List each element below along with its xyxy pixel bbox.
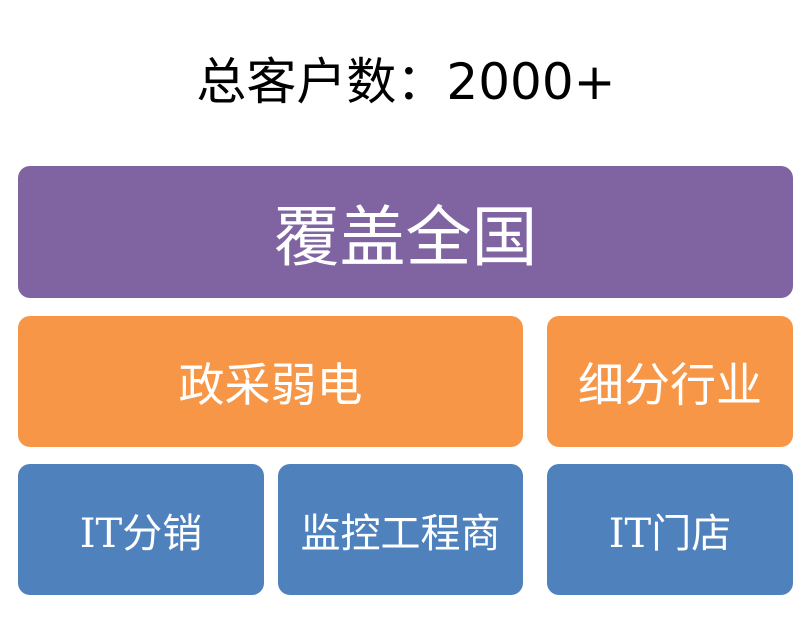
niche-industry-box: 细分行业 bbox=[547, 316, 793, 447]
gov-procurement-box: 政采弱电 bbox=[18, 316, 523, 447]
nationwide-coverage-box: 覆盖全国 bbox=[18, 166, 793, 298]
it-store-box: IT门店 bbox=[547, 464, 793, 595]
total-customers-title: 总客户数：2000+ bbox=[196, 53, 616, 111]
nationwide-coverage-label: 覆盖全国 bbox=[273, 199, 538, 276]
gov-procurement-label: 政采弱电 bbox=[178, 357, 363, 412]
niche-industry-label: 细分行业 bbox=[578, 357, 762, 412]
it-distribution-box: IT分销 bbox=[18, 464, 264, 595]
it-store-label: IT门店 bbox=[608, 510, 732, 557]
it-distribution-label: IT分销 bbox=[79, 510, 203, 557]
surveillance-contractor-label: 监控工程商 bbox=[300, 510, 501, 557]
surveillance-contractor-box: 监控工程商 bbox=[278, 464, 523, 595]
